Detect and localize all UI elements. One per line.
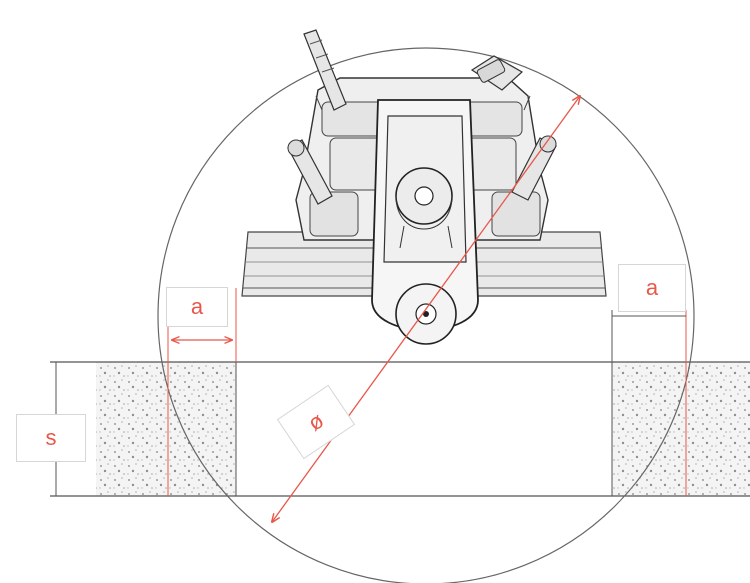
blade-arm [371, 99, 479, 345]
gap-left-text: a [190, 294, 204, 319]
right-top-connector [470, 55, 524, 91]
diameter-text: ø [303, 407, 329, 436]
saw-blade-circle [157, 47, 695, 583]
concrete-left [96, 362, 236, 496]
gap-left-label: a [166, 287, 228, 327]
gap-right-text: a [645, 275, 659, 300]
diameter-dimension [272, 96, 580, 522]
concrete-wall [50, 361, 750, 497]
thickness-label: s [16, 414, 86, 462]
gap-right-label: a [618, 264, 686, 312]
thickness-text: s [45, 425, 57, 450]
gap-right-dimension [611, 310, 687, 496]
concrete-right [612, 362, 750, 496]
